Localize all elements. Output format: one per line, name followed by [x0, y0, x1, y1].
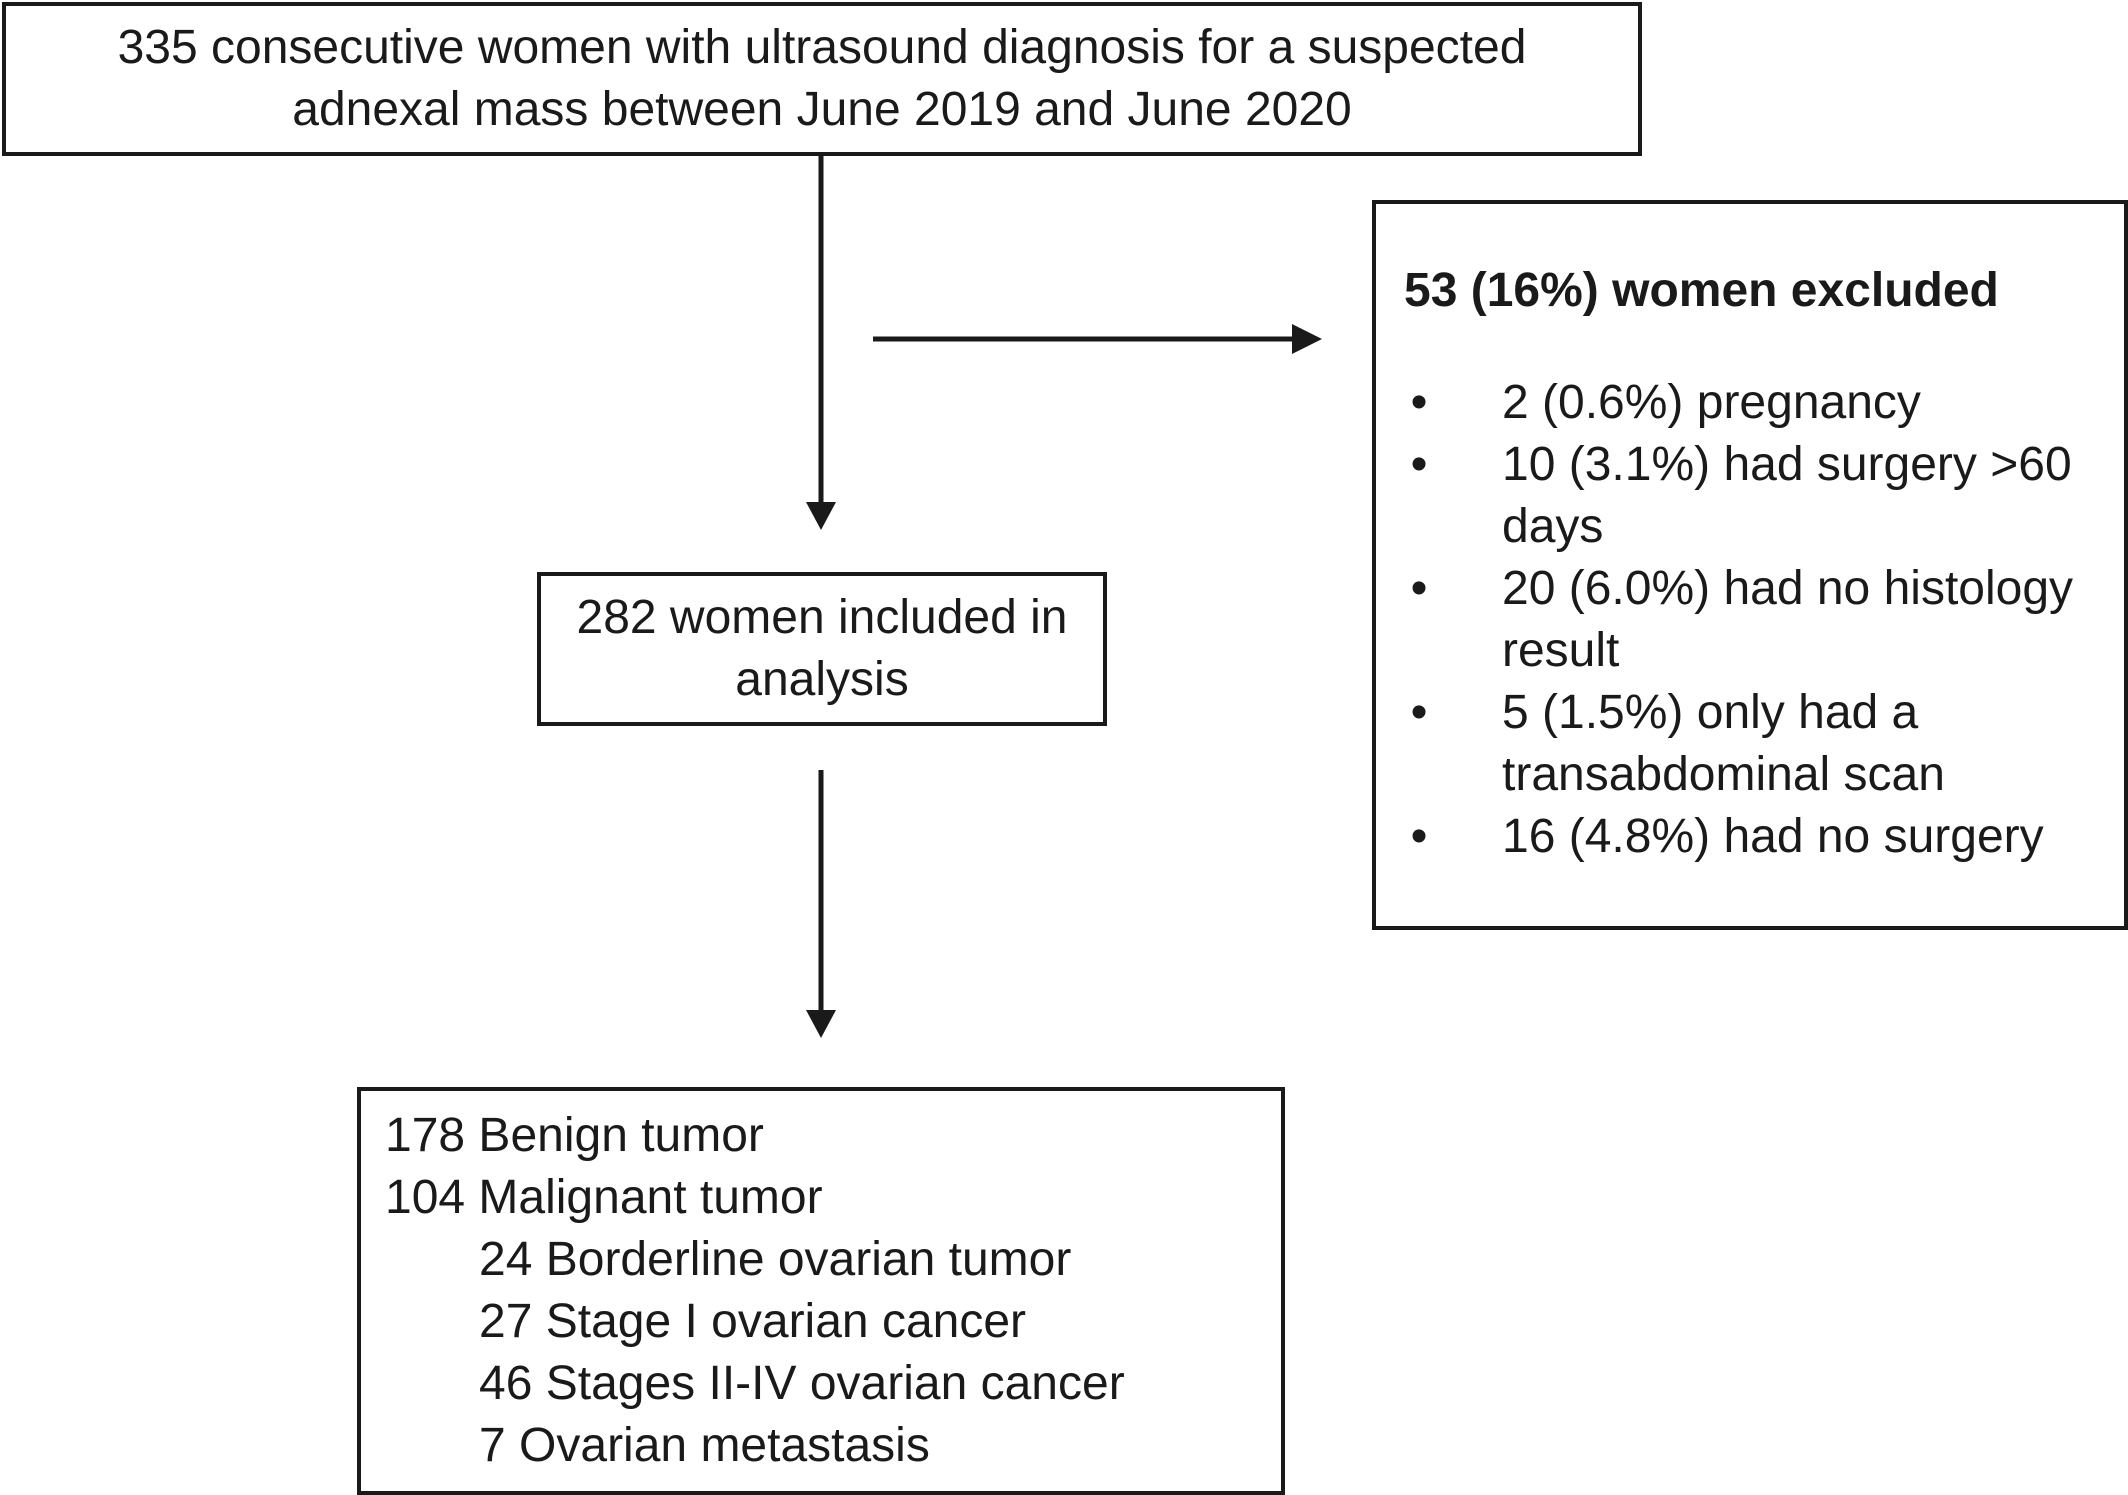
- included-box: 282 women included in analysis: [537, 572, 1107, 726]
- exclusion-item-text: result: [1502, 624, 1620, 677]
- outcome-line: 178 Benign tumor: [385, 1109, 764, 1162]
- outcome-subline: 7 Ovarian metastasis: [479, 1419, 930, 1472]
- outcome-subline: 24 Borderline ovarian tumor: [479, 1233, 1072, 1286]
- outcome-box: 178 Benign tumor 104 Malignant tumor 24 …: [357, 1087, 1285, 1495]
- exclusion-item-text: days: [1502, 500, 1604, 553]
- exclusion-item: • 2 (0.6%) pregnancy: [1404, 372, 2124, 434]
- exclusion-item-text: transabdominal scan: [1502, 748, 1945, 801]
- exclusion-item-text: 16 (4.8%) had no surgery: [1502, 810, 2044, 863]
- exclusion-item: • 20 (6.0%) had no histology result: [1404, 558, 2124, 682]
- exclusion-heading: 53 (16%) women excluded: [1404, 264, 1999, 317]
- exclusion-item: • 5 (1.5%) only had a transabdominal sca…: [1404, 682, 2124, 806]
- included-line: analysis: [735, 653, 909, 706]
- included-line: 282 women included in: [576, 591, 1068, 644]
- exclusion-item-text: 5 (1.5%) only had a: [1502, 686, 1919, 739]
- arrow-to-excluded-head: [1292, 324, 1322, 354]
- exclusion-item-text: 20 (6.0%) had no histology: [1502, 562, 2074, 615]
- arrow-included-to-outcome-head: [806, 1010, 836, 1038]
- outcome-subline: 46 Stages II-IV ovarian cancer: [479, 1357, 1125, 1410]
- outcome-line: 104 Malignant tumor: [385, 1171, 823, 1224]
- exclusion-item-text: 2 (0.6%) pregnancy: [1502, 376, 1921, 429]
- bullet-icon: •: [1410, 438, 1428, 491]
- exclusion-item: • 10 (3.1%) had surgery >60 days: [1404, 434, 2124, 558]
- screening-line: adnexal mass between June 2019 and June …: [292, 83, 1352, 136]
- arrow-top-to-included-head: [806, 502, 836, 530]
- exclusion-item-text: 10 (3.1%) had surgery >60: [1502, 438, 2072, 491]
- outcome-subline: 27 Stage I ovarian cancer: [479, 1295, 1027, 1348]
- bullet-icon: •: [1410, 810, 1428, 863]
- bullet-icon: •: [1410, 686, 1428, 739]
- exclusion-box: 53 (16%) women excluded • 2 (0.6%) pregn…: [1372, 200, 2128, 930]
- exclusion-list: • 2 (0.6%) pregnancy • 10 (3.1%) had sur…: [1404, 372, 2124, 868]
- screening-line: 335 consecutive women with ultrasound di…: [117, 21, 1527, 74]
- exclusion-item: • 16 (4.8%) had no surgery: [1404, 806, 2124, 868]
- screening-box: 335 consecutive women with ultrasound di…: [2, 2, 1642, 156]
- bullet-icon: •: [1410, 562, 1428, 615]
- bullet-icon: •: [1410, 376, 1428, 429]
